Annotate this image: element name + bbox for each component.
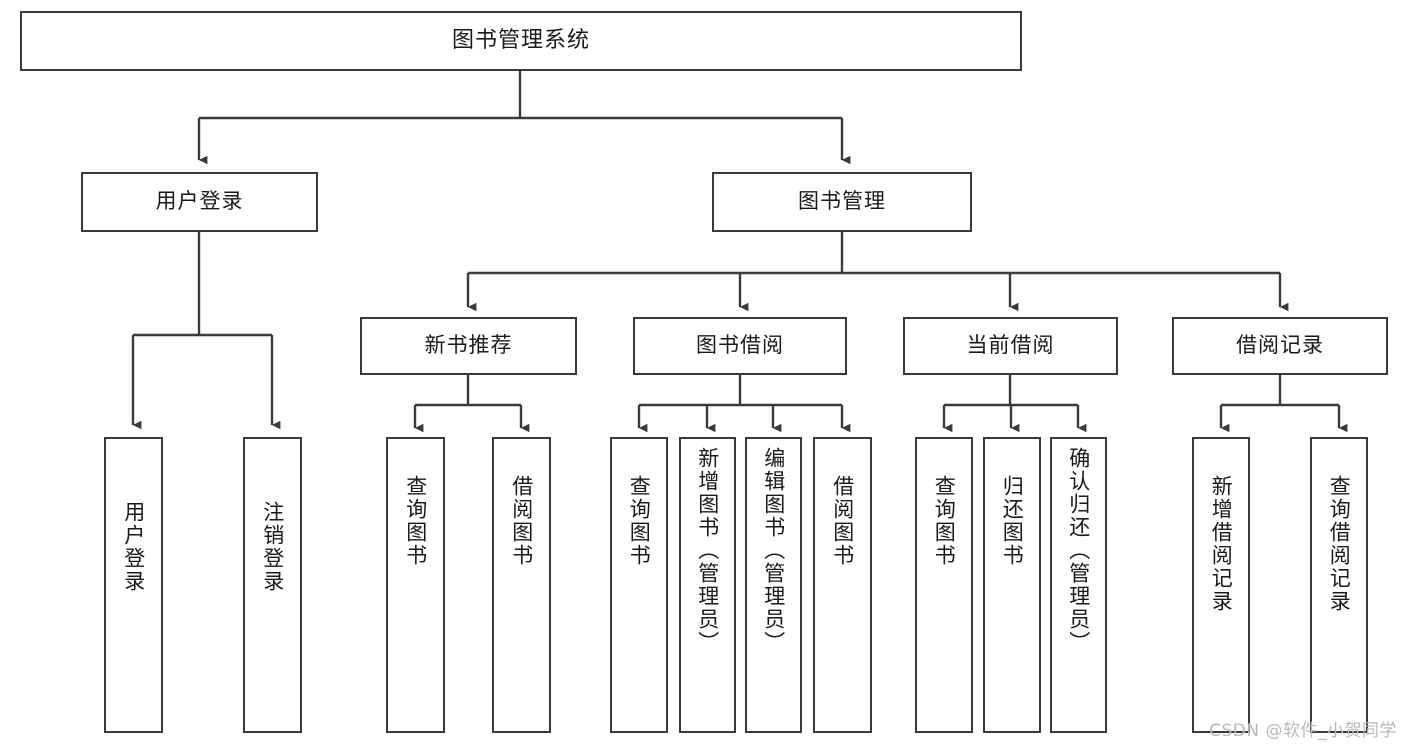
leaf-label: 归还图书 [1000, 475, 1025, 567]
leaf-query-book-borrow[interactable]: 查询图书 [610, 437, 668, 733]
leaf-user-login[interactable]: 用户登录 [104, 437, 163, 733]
leaf-label: 确认归还（管理员） [1066, 447, 1091, 654]
leaf-return-book[interactable]: 归还图书 [983, 437, 1041, 733]
leaf-query-book-current[interactable]: 查询图书 [915, 437, 973, 733]
node-new-book-recommend[interactable]: 新书推荐 [360, 317, 577, 375]
leaf-borrow-book-newbook[interactable]: 借阅图书 [492, 437, 551, 733]
node-current-borrow[interactable]: 当前借阅 [903, 317, 1118, 375]
leaf-label: 查询图书 [627, 475, 652, 567]
node-root-book-management-system[interactable]: 图书管理系统 [20, 11, 1022, 71]
leaf-label: 查询图书 [932, 475, 957, 567]
leaf-label: 查询借阅记录 [1327, 475, 1352, 613]
leaf-logout[interactable]: 注销登录 [243, 437, 302, 733]
node-user-login[interactable]: 用户登录 [81, 172, 318, 232]
leaf-label: 借阅图书 [830, 475, 855, 567]
leaf-label: 新增借阅记录 [1209, 475, 1234, 613]
leaf-query-book-newbook[interactable]: 查询图书 [386, 437, 445, 733]
node-label: 图书管理 [798, 189, 886, 214]
watermark-text: CSDN @软件_小贺同学 [1209, 721, 1397, 741]
node-label: 新书推荐 [424, 333, 513, 358]
leaf-label: 新增图书（管理员） [695, 447, 720, 654]
node-label: 借阅记录 [1236, 333, 1324, 358]
leaf-label: 查询图书 [403, 475, 428, 567]
leaf-query-borrow-record[interactable]: 查询借阅记录 [1310, 437, 1368, 733]
node-label: 图书管理系统 [451, 27, 590, 53]
leaf-label: 借阅图书 [509, 475, 534, 567]
leaf-borrow-book-borrow[interactable]: 借阅图书 [813, 437, 872, 733]
leaf-label: 注销登录 [260, 501, 285, 593]
leaf-confirm-return-admin[interactable]: 确认归还（管理员） [1050, 437, 1107, 733]
node-label: 用户登录 [155, 189, 244, 214]
node-borrow-record[interactable]: 借阅记录 [1172, 317, 1388, 375]
leaf-add-borrow-record[interactable]: 新增借阅记录 [1192, 437, 1250, 733]
node-book-borrow[interactable]: 图书借阅 [633, 317, 847, 375]
leaf-label: 用户登录 [121, 501, 146, 593]
leaf-add-book-admin[interactable]: 新增图书（管理员） [679, 437, 736, 733]
leaf-edit-book-admin[interactable]: 编辑图书（管理员） [745, 437, 802, 733]
node-book-management[interactable]: 图书管理 [712, 172, 972, 232]
node-label: 图书借阅 [696, 333, 784, 358]
leaf-label: 编辑图书（管理员） [761, 447, 786, 654]
node-label: 当前借阅 [966, 333, 1055, 358]
